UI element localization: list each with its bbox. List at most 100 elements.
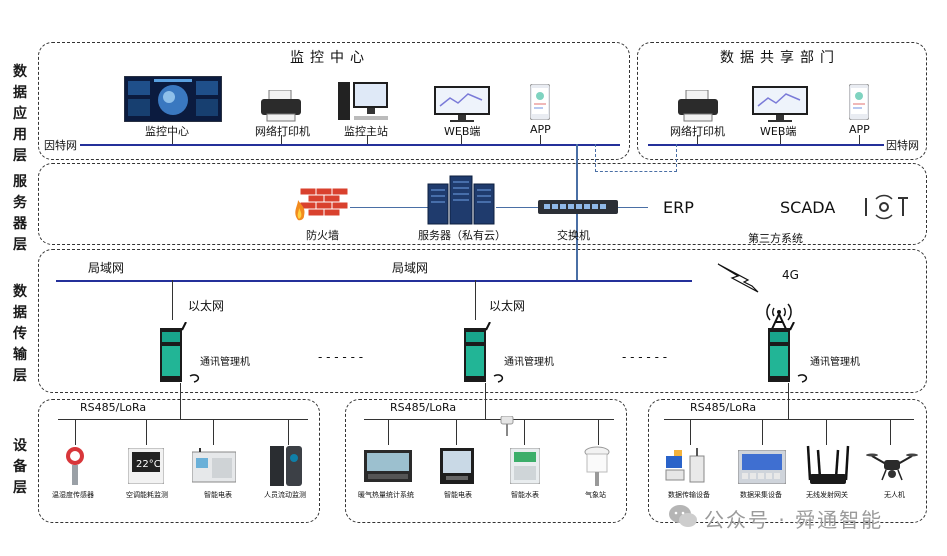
ethernet-label-2: 以太网: [489, 299, 526, 313]
device-label: 无人机: [884, 491, 905, 499]
bus-line-1: [58, 419, 308, 420]
internet-line-right: [648, 144, 884, 146]
layer-label-service: 服务器层: [13, 174, 27, 253]
bus-line-3: [664, 419, 914, 420]
bus-label-2: RS485/LoRa: [390, 401, 457, 414]
erp-label: ERP: [663, 198, 694, 217]
monitor-station-label: 监控主站: [344, 125, 388, 138]
share-dept-title: 数据共享部门: [720, 50, 840, 66]
bus-label-1: RS485/LoRa: [80, 401, 147, 414]
probe-icon: [500, 415, 514, 440]
gateway-2-downlink: [485, 383, 486, 419]
device-label: 温湿度传感器: [52, 491, 94, 499]
app-label: APP: [530, 123, 551, 136]
bus-drop: [146, 419, 147, 445]
device-label: 空调能耗监测: [126, 491, 168, 499]
device-label: 无线发射网关: [806, 491, 848, 499]
network-printer-label: 网络打印机: [255, 125, 310, 138]
layer-label-app: 数据应用层: [13, 64, 27, 164]
lan-backbone: [56, 280, 692, 282]
ac-energy-meter-icon: 22°C: [127, 447, 165, 488]
device-label: 气象站: [585, 491, 606, 499]
share-app-label: APP: [849, 123, 870, 136]
web-terminal-label: WEB端: [444, 125, 481, 138]
firewall-server-link: [350, 207, 430, 208]
bus-drop: [75, 419, 76, 445]
gateway-1-uplink: [172, 280, 173, 320]
device-label: 数据采集设备: [740, 491, 782, 499]
gateway-1-downlink: [180, 383, 181, 419]
ethernet-label-1: 以太网: [188, 299, 225, 313]
weather-station-icon: [584, 446, 610, 490]
share-printer-label: 网络打印机: [670, 125, 725, 138]
device-label: 暖气热量统计系统: [358, 491, 414, 499]
heat-stat-system-icon: [364, 450, 412, 486]
layer-label-transport: 数据传输层: [13, 284, 27, 384]
wechat-icon: [668, 504, 698, 534]
device-label: 人员流动监测: [264, 491, 306, 499]
smart-meter-icon: [440, 448, 474, 488]
station-drop: [367, 135, 368, 144]
dots-separator-2: - - - - - -: [622, 350, 668, 364]
bus-drop: [826, 419, 827, 445]
server-switch-link: [496, 207, 538, 208]
share-web-label: WEB端: [760, 125, 797, 138]
bus-drop: [213, 419, 214, 445]
4g-label: 4G: [782, 268, 799, 282]
internet-label-right: 因特网: [886, 139, 919, 152]
switch-icon: [538, 196, 618, 222]
data-transmission-device-icon: [664, 446, 712, 490]
bus-drop: [388, 419, 389, 445]
gateway-3-device-icon: [768, 321, 812, 388]
bus-drop: [690, 419, 691, 445]
server-icon: [426, 174, 496, 230]
printer-icon: [676, 89, 720, 126]
share-app-drop: [859, 135, 860, 144]
monitor-screen-icon: [123, 75, 223, 126]
device-label: 数据传输设备: [668, 491, 710, 499]
gateway-3-label: 通讯管理机: [810, 357, 860, 368]
gateway-3-downlink: [788, 383, 789, 419]
web-drop: [461, 135, 462, 144]
printer-drop: [281, 135, 282, 144]
firewall-icon: [292, 186, 350, 226]
server-label: 服务器（私有云）: [418, 229, 506, 242]
phone-app-icon: [848, 83, 870, 124]
bus-drop: [524, 419, 525, 445]
bus-label-3: RS485/LoRa: [690, 401, 757, 414]
lan-label-2: 局域网: [392, 261, 429, 275]
bus-drop: [288, 419, 289, 445]
people-flow-monitor-icon: [270, 446, 304, 490]
scada-label: SCADA: [780, 198, 836, 217]
bus-drop: [598, 419, 599, 445]
svg-text:22°C: 22°C: [136, 459, 161, 470]
device-label: 智能电表: [444, 491, 472, 499]
dots-separator-1: - - - - - -: [318, 350, 364, 364]
data-acquisition-device-icon: [737, 449, 787, 488]
wireless-gateway-icon: [806, 444, 850, 490]
lan-label-1: 局域网: [88, 261, 125, 275]
web-monitor-icon: [434, 86, 490, 126]
share-dept-box: [637, 42, 927, 160]
phone-app-icon: [529, 83, 551, 124]
temp-humidity-sensor-icon: [63, 446, 87, 490]
device-group-2-box: [345, 399, 627, 523]
iot-icon: [862, 190, 910, 224]
gateway-2-label: 通讯管理机: [504, 357, 554, 368]
firewall-label: 防火墙: [306, 229, 339, 242]
gateway-1-device-icon: [160, 321, 204, 388]
monitor-center-box: [38, 42, 630, 160]
drone-icon: [866, 450, 918, 486]
switch-third-party-link: [618, 207, 648, 208]
third-party-label: 第三方系统: [748, 232, 803, 245]
device-group-1-box: [38, 399, 320, 523]
app-drop: [540, 135, 541, 144]
smart-meter-icon: [191, 448, 237, 488]
share-printer-drop: [697, 135, 698, 144]
monitor-center-item-label: 监控中心: [145, 125, 189, 138]
device-label: 智能电表: [204, 491, 232, 499]
device-group-3-box: [648, 399, 927, 523]
layer-label-device: 设备层: [13, 438, 27, 496]
gateway-2-uplink: [475, 280, 476, 320]
gateway-1-label: 通讯管理机: [200, 357, 250, 368]
